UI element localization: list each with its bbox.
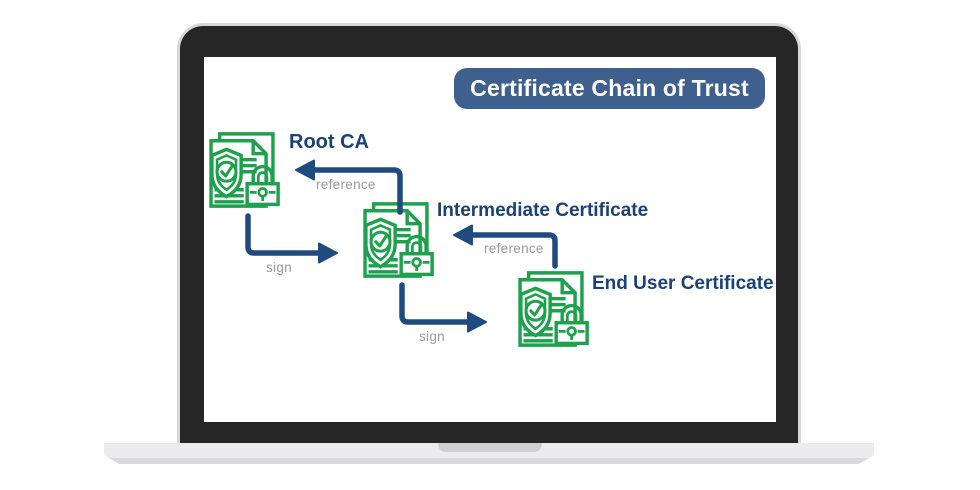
edge-label-sign-2: sign <box>419 329 445 344</box>
laptop-base <box>104 443 874 464</box>
laptop-display <box>204 57 776 422</box>
end-user-certificate-label: End User Certificate <box>592 273 774 294</box>
edge-label-reference-2: reference <box>484 241 544 256</box>
edge-label-reference-1: reference <box>316 177 376 192</box>
laptop-base-edge <box>104 458 874 464</box>
intermediate-certificate-label: Intermediate Certificate <box>437 200 649 221</box>
diagram-title-badge: Certificate Chain of Trust <box>454 68 765 109</box>
diagram-title: Certificate Chain of Trust <box>470 75 749 101</box>
edge-label-sign-1: sign <box>266 260 292 275</box>
end-user-certificate-icon <box>508 265 594 353</box>
intermediate-certificate-icon <box>353 196 439 284</box>
root-ca-label: Root CA <box>289 131 369 153</box>
root-ca-certificate-icon <box>199 126 285 214</box>
laptop-hinge-notch <box>438 443 542 452</box>
